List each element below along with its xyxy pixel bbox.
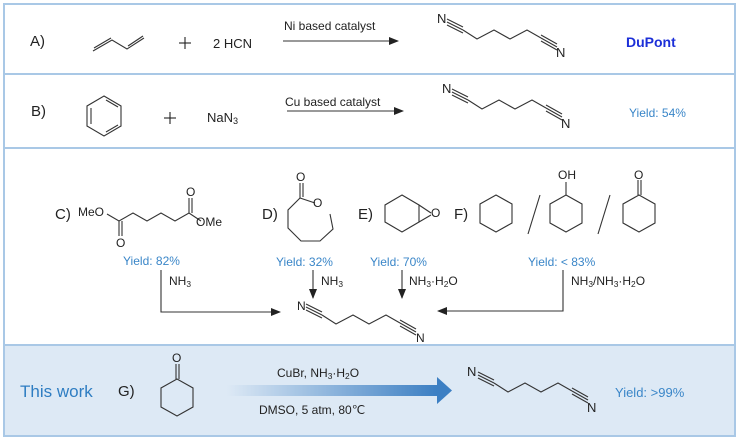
methoxy-label: MeO bbox=[78, 205, 105, 219]
reagent-d: NH3 bbox=[321, 274, 344, 289]
label-e: E) bbox=[358, 206, 373, 223]
methoxy-label: OMe bbox=[196, 215, 223, 229]
cyclohexanol-structure bbox=[549, 182, 583, 233]
yield-f: Yield: < 83% bbox=[528, 255, 596, 269]
caprolactone-structure bbox=[287, 183, 334, 242]
oxygen-label: O bbox=[172, 351, 182, 365]
cyclohexanone-structure-g bbox=[160, 364, 194, 417]
dimethyl-adipate-structure bbox=[106, 198, 202, 236]
label-f: F) bbox=[454, 206, 469, 223]
condition-b: Cu based catalyst bbox=[285, 95, 381, 109]
adiponitrile-structure-g bbox=[477, 371, 589, 404]
oxygen-label: O bbox=[634, 168, 644, 182]
oxygen-label: O bbox=[186, 185, 196, 199]
arrow-c bbox=[160, 270, 281, 316]
label-d: D) bbox=[262, 206, 278, 223]
cyclohexanone-structure bbox=[622, 180, 656, 233]
separator-slash-1 bbox=[527, 194, 541, 235]
adiponitrile-structure-center bbox=[305, 303, 417, 336]
cyclohexene-oxide-structure bbox=[384, 194, 432, 233]
adiponitrile-structure-a bbox=[446, 18, 558, 51]
yield-e: Yield: 70% bbox=[370, 255, 427, 269]
yield-c: Yield: 82% bbox=[123, 254, 180, 268]
label-c: C) bbox=[55, 206, 71, 223]
label-a: A) bbox=[30, 33, 45, 50]
reagent-e: NH3·H2O bbox=[409, 274, 458, 289]
benzene-structure bbox=[86, 95, 122, 137]
condition-g-bottom: DMSO, 5 atm, 80℃ bbox=[259, 403, 366, 417]
nitrogen-label: N bbox=[467, 364, 477, 379]
adiponitrile-structure-b bbox=[451, 88, 563, 121]
nitrogen-label: N bbox=[297, 299, 306, 313]
reagent-sodium-azide: NaN3 bbox=[207, 110, 239, 126]
nitrogen-label: N bbox=[437, 11, 447, 26]
reagent-f: NH3/NH3·H2O bbox=[571, 274, 646, 289]
cyclohexane-structure bbox=[479, 194, 513, 233]
label-g: G) bbox=[118, 383, 135, 400]
label-b: B) bbox=[31, 103, 46, 120]
this-work-label: This work bbox=[20, 382, 93, 401]
nitrogen-label: N bbox=[561, 116, 571, 131]
reagent-c: NH3 bbox=[169, 274, 192, 289]
condition-a: Ni based catalyst bbox=[284, 19, 376, 33]
reagent-hcn: 2 HCN bbox=[213, 36, 253, 51]
yield-d: Yield: 32% bbox=[276, 255, 333, 269]
arrow-f bbox=[437, 270, 564, 315]
oxygen-label: O bbox=[313, 196, 323, 210]
nitrogen-label: N bbox=[416, 331, 425, 345]
nitrogen-label: N bbox=[556, 45, 566, 60]
oxygen-label: O bbox=[116, 236, 126, 250]
arrow-g bbox=[227, 377, 452, 404]
oxygen-label: O bbox=[296, 170, 306, 184]
reaction-panel-a bbox=[3, 3, 736, 75]
separator-slash-2 bbox=[597, 194, 611, 235]
yield-b: Yield: 54% bbox=[629, 106, 686, 120]
condition-g-top: CuBr, NH3·H2O bbox=[277, 366, 360, 381]
dupont-label: DuPont bbox=[626, 34, 676, 50]
butadiene-structure bbox=[92, 35, 145, 52]
nitrogen-label: N bbox=[442, 81, 452, 96]
oxygen-label: O bbox=[431, 206, 441, 220]
hydroxyl-label: OH bbox=[558, 168, 576, 182]
plus-signs bbox=[164, 37, 191, 124]
yield-g: Yield: >99% bbox=[615, 385, 685, 400]
nitrogen-label: N bbox=[587, 400, 597, 415]
